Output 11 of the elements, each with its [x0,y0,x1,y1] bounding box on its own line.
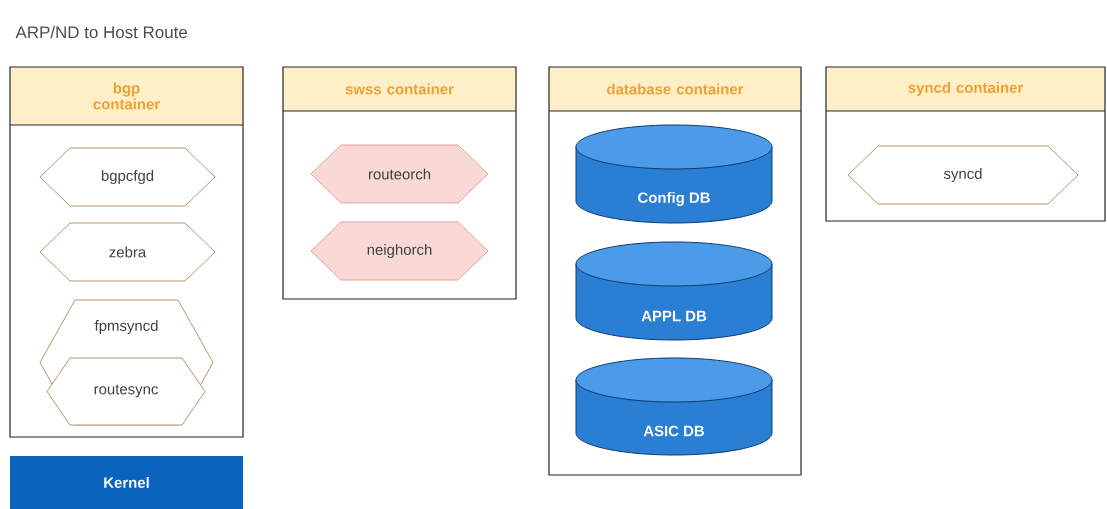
process-hexagon: zebra [39,222,216,282]
process-hexagon: syncd [847,145,1079,205]
title: ARP/ND to Host Route [15,25,187,39]
database-cylinder: Config DB [575,124,773,224]
process-hexagon: routesync [46,357,206,426]
process-hexagon: routeorch [310,144,489,204]
kernel-box: Kernel [10,456,243,509]
process-hexagon: bgpcfgd [39,147,216,207]
database-cylinder: APPL DB [575,241,773,341]
process-hexagon: neighorch [310,221,489,281]
database-cylinder: ASIC DB [575,357,773,456]
